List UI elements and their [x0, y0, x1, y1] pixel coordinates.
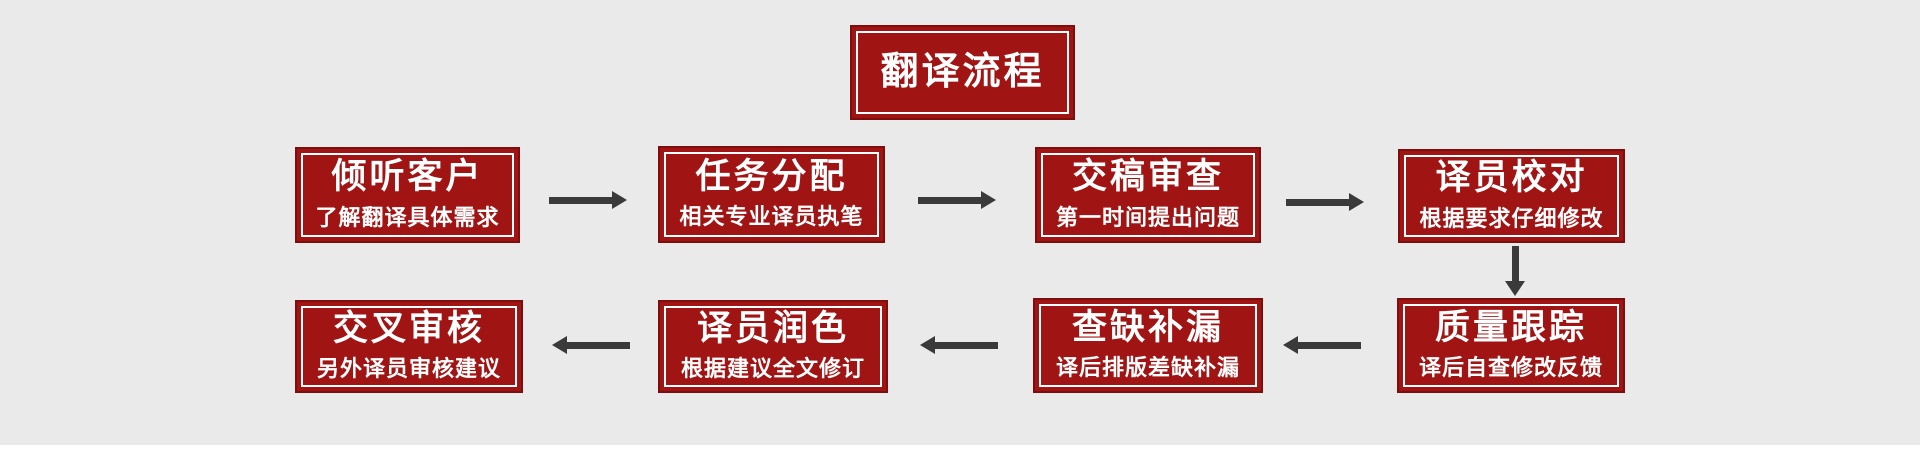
flow-step-quality-tracking: 质量跟踪 译后自查修改反馈 [1397, 298, 1625, 393]
flowchart-title-box: 翻译流程 [850, 25, 1075, 120]
arrow-left-icon [920, 336, 998, 354]
arrow-head [552, 336, 567, 354]
arrow-shaft [918, 196, 981, 204]
flow-step-task-assignment: 任务分配 相关专业译员执笔 [658, 146, 885, 243]
arrow-shaft [1286, 198, 1349, 206]
step-title: 查缺补漏 [1071, 307, 1224, 347]
step-subtitle: 第一时间提出问题 [1055, 204, 1240, 230]
flowchart-title-inner: 翻译流程 [856, 31, 1069, 114]
page-title: 翻译流程 [880, 50, 1045, 93]
step-inner: 交叉审核 另外译员审核建议 [301, 306, 517, 387]
step-inner: 质量跟踪 译后自查修改反馈 [1403, 304, 1619, 387]
step-subtitle: 另外译员审核建议 [316, 356, 501, 382]
arrow-head [1505, 281, 1525, 296]
step-subtitle: 了解翻译具体需求 [315, 204, 500, 230]
arrow-head [920, 336, 935, 354]
flow-step-cross-review: 交叉审核 另外译员审核建议 [295, 300, 523, 393]
arrow-shaft [549, 196, 612, 204]
step-inner: 译员润色 根据建议全文修订 [664, 306, 882, 387]
step-inner: 译员校对 根据要求仔细修改 [1404, 155, 1619, 237]
step-title: 质量跟踪 [1434, 307, 1587, 347]
arrow-shaft [935, 341, 998, 349]
arrow-head [981, 191, 996, 209]
arrow-left-icon [552, 336, 630, 354]
step-inner: 倾听客户 了解翻译具体需求 [301, 153, 514, 237]
step-inner: 任务分配 相关专业译员执笔 [664, 152, 879, 237]
step-inner: 查缺补漏 译后排版差缺补漏 [1039, 304, 1257, 387]
flow-step-translator-polishing: 译员润色 根据建议全文修订 [658, 300, 888, 393]
step-title: 交叉审核 [332, 308, 485, 348]
arrow-head [612, 191, 627, 209]
step-title: 译员校对 [1435, 158, 1588, 198]
step-title: 译员润色 [696, 308, 849, 348]
step-title: 任务分配 [695, 156, 848, 196]
step-subtitle: 译后排版差缺补漏 [1055, 355, 1240, 381]
arrow-right-icon [918, 191, 996, 209]
arrow-shaft [1511, 246, 1519, 281]
step-subtitle: 译后自查修改反馈 [1418, 355, 1603, 381]
arrow-shaft [567, 341, 630, 349]
arrow-shaft [1298, 341, 1361, 349]
step-subtitle: 根据建议全文修订 [680, 356, 865, 382]
arrow-head [1283, 336, 1298, 354]
bottom-strip [0, 445, 1920, 450]
step-title: 交稿审查 [1071, 157, 1224, 197]
step-inner: 交稿审查 第一时间提出问题 [1041, 153, 1255, 237]
arrow-right-icon [1286, 193, 1364, 211]
arrow-head [1349, 193, 1364, 211]
flow-step-gap-filling: 查缺补漏 译后排版差缺补漏 [1033, 298, 1263, 393]
arrow-down-icon [1505, 246, 1525, 296]
arrow-left-icon [1283, 336, 1361, 354]
flow-step-listen-customer: 倾听客户 了解翻译具体需求 [295, 147, 520, 243]
flow-step-submission-review: 交稿审查 第一时间提出问题 [1035, 147, 1261, 243]
step-subtitle: 根据要求仔细修改 [1419, 205, 1604, 231]
step-title: 倾听客户 [331, 157, 484, 197]
arrow-right-icon [549, 191, 627, 209]
step-subtitle: 相关专业译员执笔 [679, 204, 864, 230]
flow-step-translator-proofreading: 译员校对 根据要求仔细修改 [1398, 149, 1625, 243]
